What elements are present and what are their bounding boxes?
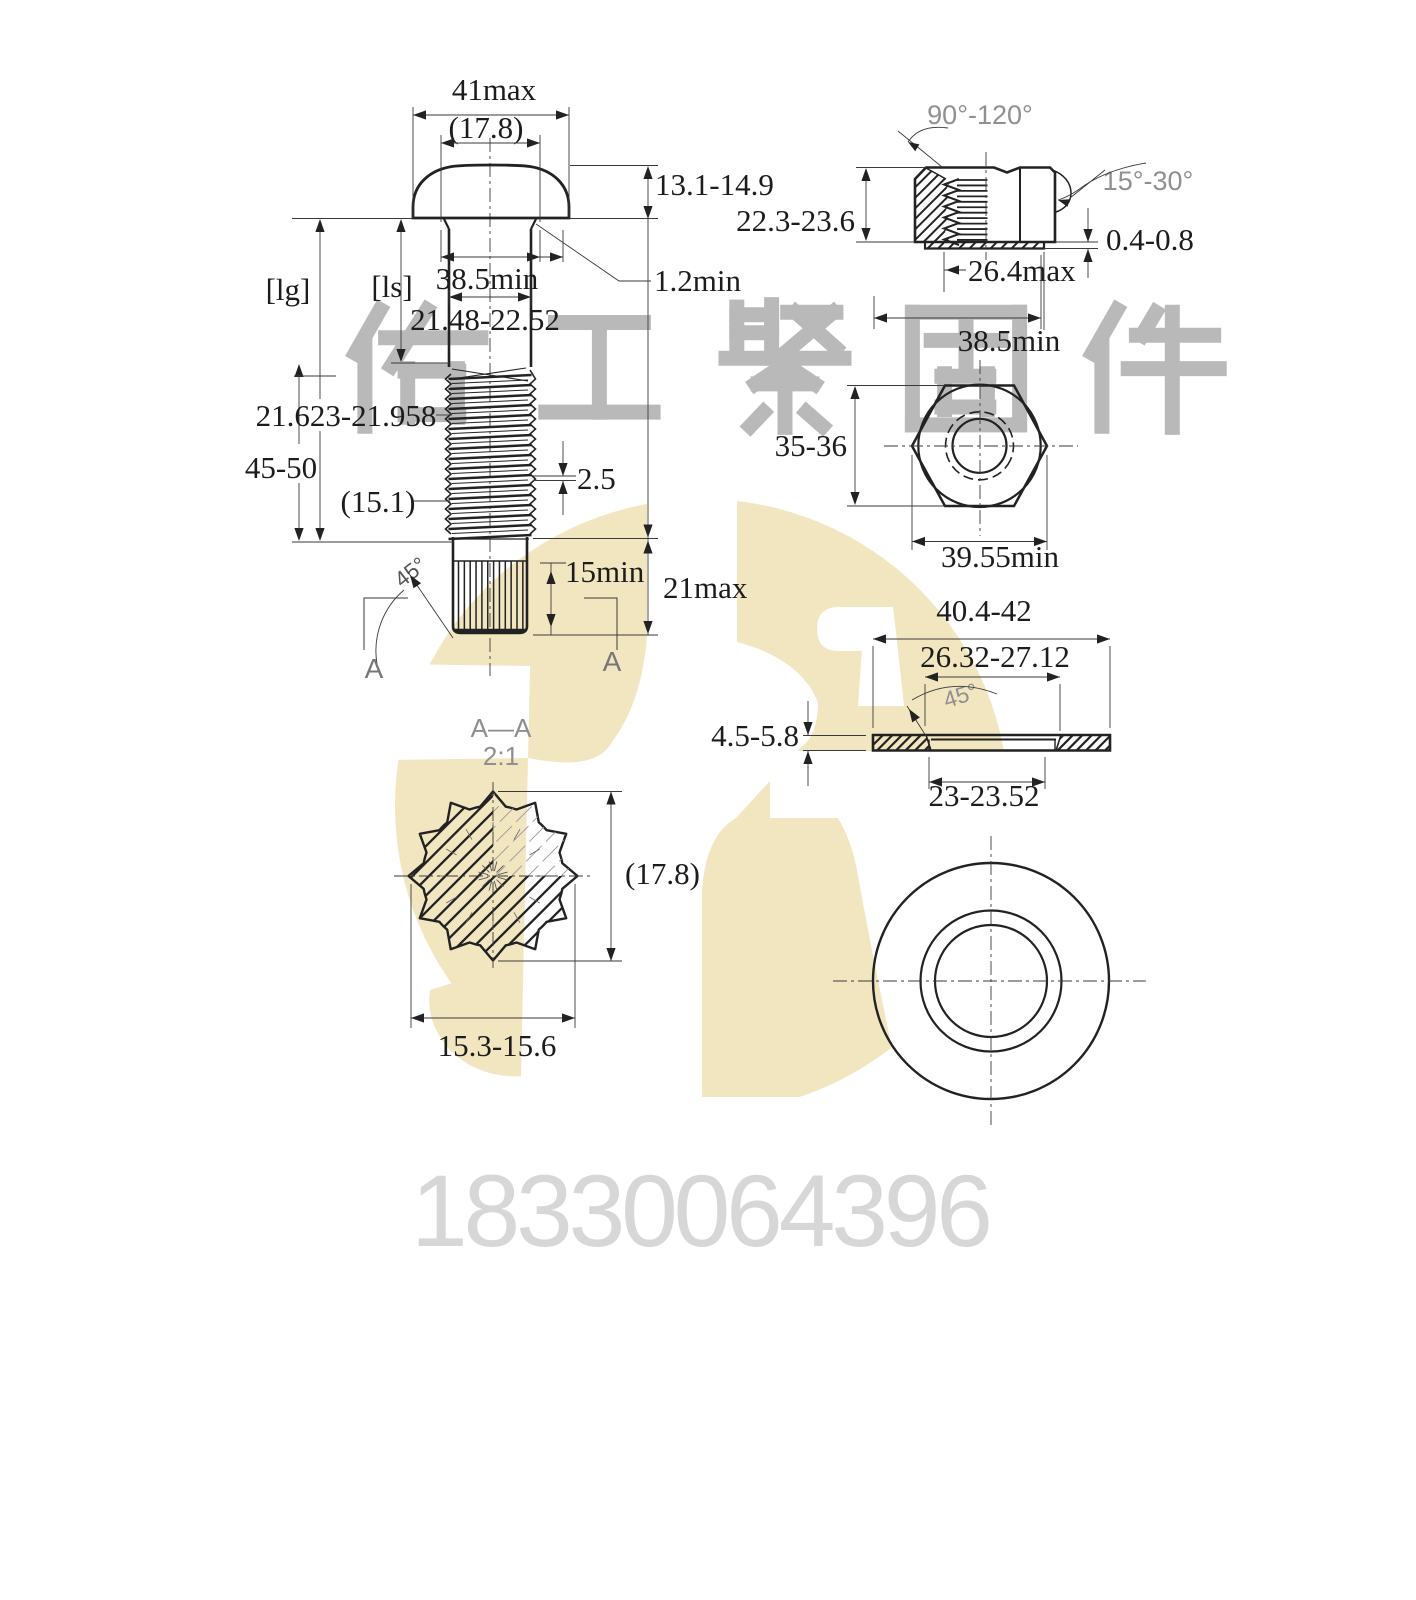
svg-text:18330064396: 18330064396 (411, 1154, 989, 1268)
svg-text:(17.8): (17.8) (449, 110, 524, 145)
svg-text:[lg]: [lg] (266, 272, 311, 307)
svg-text:26.4max: 26.4max (968, 253, 1076, 288)
svg-text:15.3-15.6: 15.3-15.6 (438, 1028, 557, 1063)
svg-text:2.5: 2.5 (577, 461, 616, 496)
svg-text:15min: 15min (565, 554, 645, 589)
svg-text:35-36: 35-36 (775, 428, 847, 463)
svg-text:21.48-22.52: 21.48-22.52 (410, 302, 560, 337)
svg-text:26.32-27.12: 26.32-27.12 (920, 639, 1070, 674)
svg-text:23-23.52: 23-23.52 (928, 778, 1039, 813)
svg-text:45-50: 45-50 (245, 450, 317, 485)
svg-text:[ls]: [ls] (371, 269, 412, 304)
svg-text:A: A (365, 653, 384, 684)
svg-text:40.4-42: 40.4-42 (936, 593, 1032, 628)
svg-text:39.55min: 39.55min (941, 539, 1059, 574)
svg-text:(17.8): (17.8) (625, 856, 700, 891)
svg-text:1.2min: 1.2min (654, 263, 741, 298)
svg-text:38.5min: 38.5min (958, 323, 1061, 358)
svg-text:21max: 21max (663, 570, 748, 605)
svg-text:4.5-5.8: 4.5-5.8 (711, 718, 799, 753)
svg-text:(15.1): (15.1) (341, 484, 416, 519)
svg-text:2:1: 2:1 (483, 741, 519, 771)
svg-text:90°-120°: 90°-120° (927, 100, 1033, 130)
svg-text:A—A: A—A (471, 713, 532, 743)
svg-text:38.5min: 38.5min (436, 261, 539, 296)
svg-text:A: A (603, 646, 622, 677)
svg-text:21.623-21.958: 21.623-21.958 (256, 398, 437, 433)
svg-text:15°-30°: 15°-30° (1103, 166, 1194, 196)
svg-text:22.3-23.6: 22.3-23.6 (736, 203, 855, 238)
svg-text:41max: 41max (452, 72, 537, 107)
svg-text:0.4-0.8: 0.4-0.8 (1106, 222, 1194, 257)
svg-text:13.1-14.9: 13.1-14.9 (655, 167, 774, 202)
